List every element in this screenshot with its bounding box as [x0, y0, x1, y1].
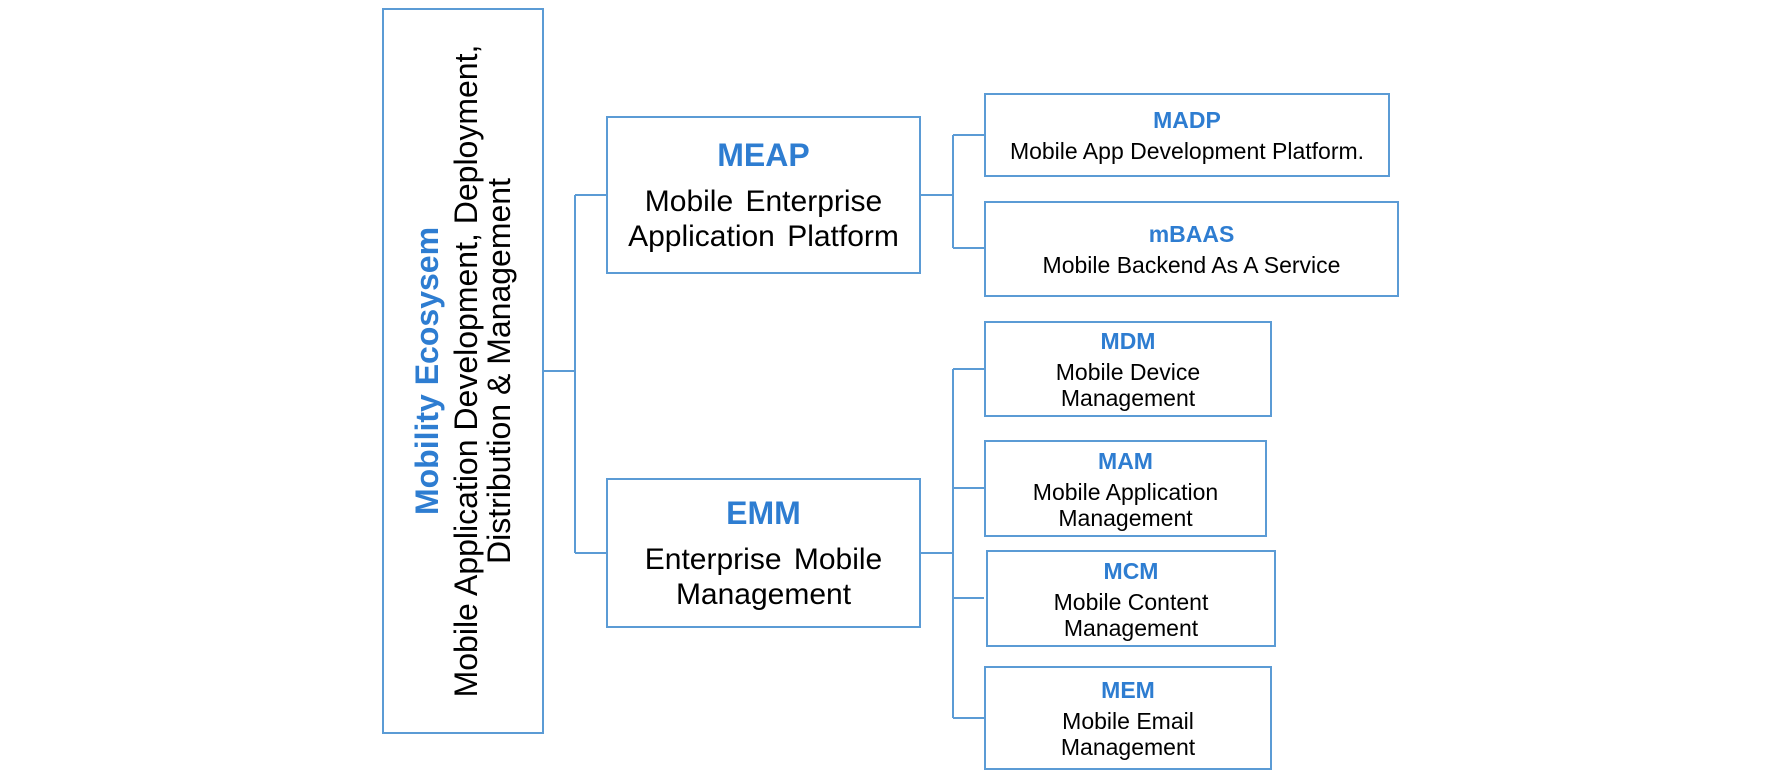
leaf-mcm: MCM Mobile Content Management: [986, 550, 1276, 647]
branch-emm: EMM Enterprise Mobile Management: [606, 478, 921, 628]
branch-abbr: MEAP: [717, 137, 810, 173]
root-subtitle: Mobile Application Development, Deployme…: [448, 44, 517, 698]
leaf-desc: Mobile Backend As A Service: [1042, 252, 1341, 278]
branch-desc: Mobile Enterprise Application Platform: [628, 185, 899, 253]
leaf-mam: MAM Mobile Application Management: [984, 440, 1267, 537]
leaf-desc: Mobile App Development Platform.: [1009, 138, 1365, 164]
connector-root-trunk: [544, 194, 606, 554]
leaf-desc: Mobile Application Management: [1032, 478, 1219, 531]
connector-meap-children: [921, 134, 984, 249]
leaf-abbr: MADP: [1153, 107, 1221, 133]
leaf-abbr: mBAAS: [1148, 221, 1235, 247]
leaf-madp: MADP Mobile App Development Platform.: [984, 93, 1390, 177]
root-title: Mobility Ecosysem: [409, 226, 445, 516]
root-box: Mobility Ecosysem Mobile Application Dev…: [382, 8, 544, 734]
branch-desc: Enterprise Mobile Management: [644, 543, 883, 611]
leaf-desc: Mobile Content Management: [1053, 588, 1209, 641]
leaf-desc: Mobile Device Management: [1055, 359, 1201, 411]
leaf-mem: MEM Mobile Email Management: [984, 666, 1272, 770]
leaf-abbr: MCM: [1103, 557, 1159, 584]
leaf-abbr: MEM: [1101, 677, 1155, 703]
leaf-mdm: MDM Mobile Device Management: [984, 321, 1272, 417]
branch-abbr: EMM: [726, 495, 801, 531]
leaf-mbaas: mBAAS Mobile Backend As A Service: [984, 201, 1399, 297]
branch-meap: MEAP Mobile Enterprise Application Platf…: [606, 116, 921, 274]
connector-emm-children: [921, 368, 984, 719]
leaf-desc: Mobile Email Management: [1060, 708, 1196, 760]
leaf-abbr: MAM: [1098, 447, 1153, 474]
leaf-abbr: MDM: [1100, 328, 1156, 354]
